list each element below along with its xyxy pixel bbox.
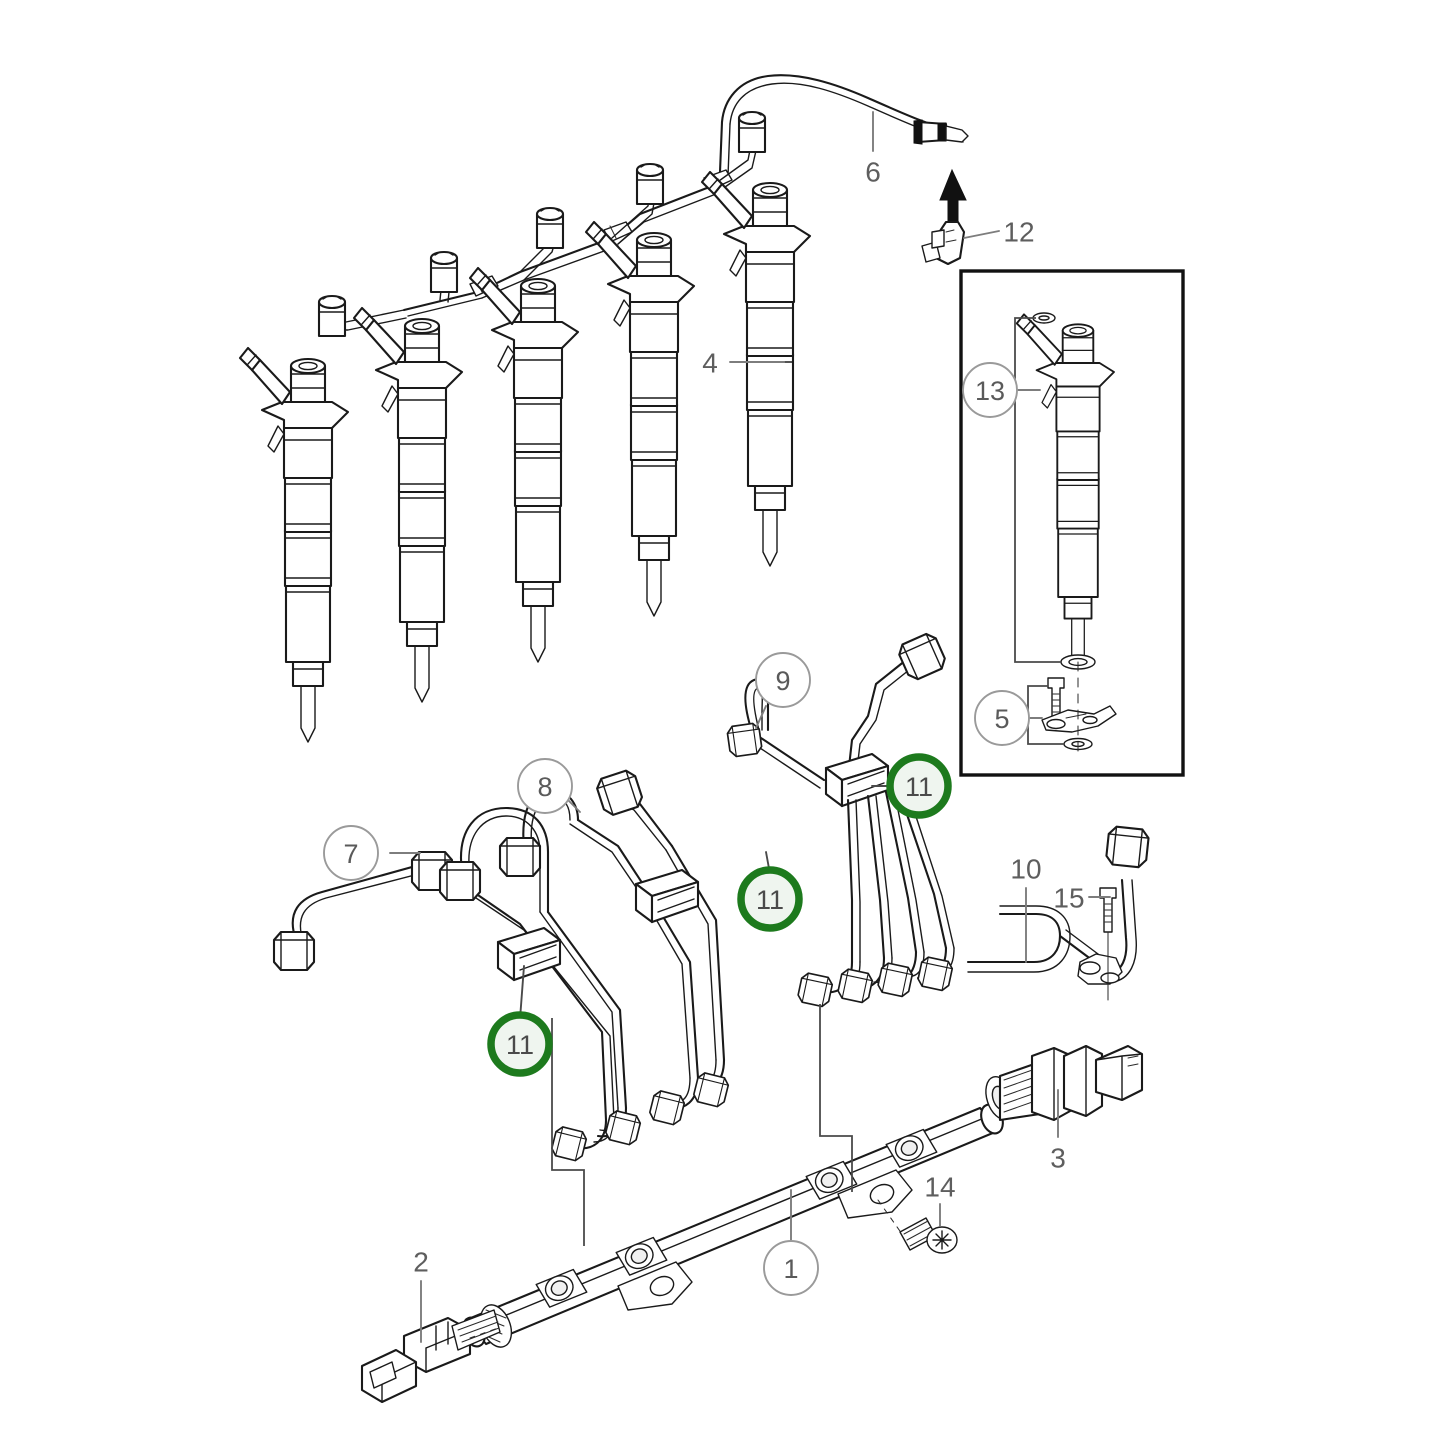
callout-9[interactable]: 9 xyxy=(755,652,811,708)
high-pressure-pipe-group-right xyxy=(725,630,1151,1009)
callout-6[interactable]: 6 xyxy=(865,157,881,188)
callout-highlight-ring xyxy=(737,866,803,932)
callout-label: 4 xyxy=(702,348,718,379)
injector-clamp-kit xyxy=(1020,661,1117,757)
callout-label: 12 xyxy=(1003,217,1034,248)
rail-mounting-foot xyxy=(617,1261,693,1311)
callout-label: 15 xyxy=(1053,883,1084,914)
callout-13[interactable]: 13 xyxy=(962,362,1018,418)
callout-ring xyxy=(517,758,573,814)
callout-ring xyxy=(974,690,1030,746)
hose-clip-assembly xyxy=(921,168,967,266)
callout-label: 13 xyxy=(975,376,1005,406)
callout-highlight-ring xyxy=(487,1011,553,1077)
callout-12[interactable]: 12 xyxy=(1003,217,1034,248)
callout-4[interactable]: 4 xyxy=(702,348,718,379)
callout-14[interactable]: 14 xyxy=(924,1172,955,1203)
high-pressure-pipe-group-left xyxy=(272,767,731,1163)
callout-label: 11 xyxy=(905,772,933,802)
callout-5[interactable]: 5 xyxy=(974,690,1030,746)
callout-8[interactable]: 8 xyxy=(517,758,573,814)
callout-label: 11 xyxy=(506,1030,534,1060)
leader-lines xyxy=(389,111,1111,1343)
callout-11-highlighted[interactable]: 11 xyxy=(487,1011,553,1077)
callout-10[interactable]: 10 xyxy=(1010,854,1041,885)
rail-outlet-port xyxy=(885,1128,938,1168)
callout-label: 5 xyxy=(994,704,1009,734)
injector-3 xyxy=(468,266,580,664)
callout-label: 3 xyxy=(1050,1143,1066,1174)
callout-label: 14 xyxy=(924,1172,955,1203)
rail-pressure-sensor xyxy=(360,1304,513,1404)
callout-label: 7 xyxy=(343,839,358,869)
pipe-clamp-bracket-left xyxy=(496,926,562,982)
pipe-clamp-bolt-assembly xyxy=(1077,887,1123,1001)
rail-outlet-port xyxy=(535,1268,588,1308)
callout-2[interactable]: 2 xyxy=(413,1247,429,1278)
injector-detail-inset-box xyxy=(959,269,1185,777)
pipe-clamp-bracket-mid xyxy=(634,868,700,924)
rail-mounting-bolt xyxy=(877,1199,958,1254)
pipe-clamp-bracket-right xyxy=(824,752,890,808)
callout-label: 9 xyxy=(775,666,790,696)
callout-ring xyxy=(763,1240,819,1296)
callout-7[interactable]: 7 xyxy=(323,825,379,881)
callout-3[interactable]: 3 xyxy=(1050,1143,1066,1174)
callout-label: 11 xyxy=(756,885,784,915)
injector-2 xyxy=(352,306,464,704)
callout-ring xyxy=(323,825,379,881)
rail-outlet-port xyxy=(805,1160,858,1200)
callout-label: 6 xyxy=(865,157,881,188)
callout-11-highlighted[interactable]: 11 xyxy=(737,866,803,932)
callout-11-highlighted[interactable]: 11 xyxy=(886,753,952,819)
callout-label: 1 xyxy=(783,1254,798,1284)
callout-15[interactable]: 15 xyxy=(1053,883,1084,914)
rail-outlet-port xyxy=(615,1236,668,1276)
callout-ring xyxy=(755,652,811,708)
injector-5 xyxy=(700,170,812,568)
callout-label: 8 xyxy=(537,772,552,802)
callout-1[interactable]: 1 xyxy=(763,1240,819,1296)
pressure-control-valve xyxy=(985,1044,1144,1122)
injector-1 xyxy=(238,346,350,744)
callout-highlight-ring xyxy=(886,753,952,819)
callout-label: 2 xyxy=(413,1247,429,1278)
callout-label: 10 xyxy=(1010,854,1041,885)
rail-mounting-foot xyxy=(837,1169,913,1219)
injector-4 xyxy=(584,220,696,618)
callout-ring xyxy=(962,362,1018,418)
